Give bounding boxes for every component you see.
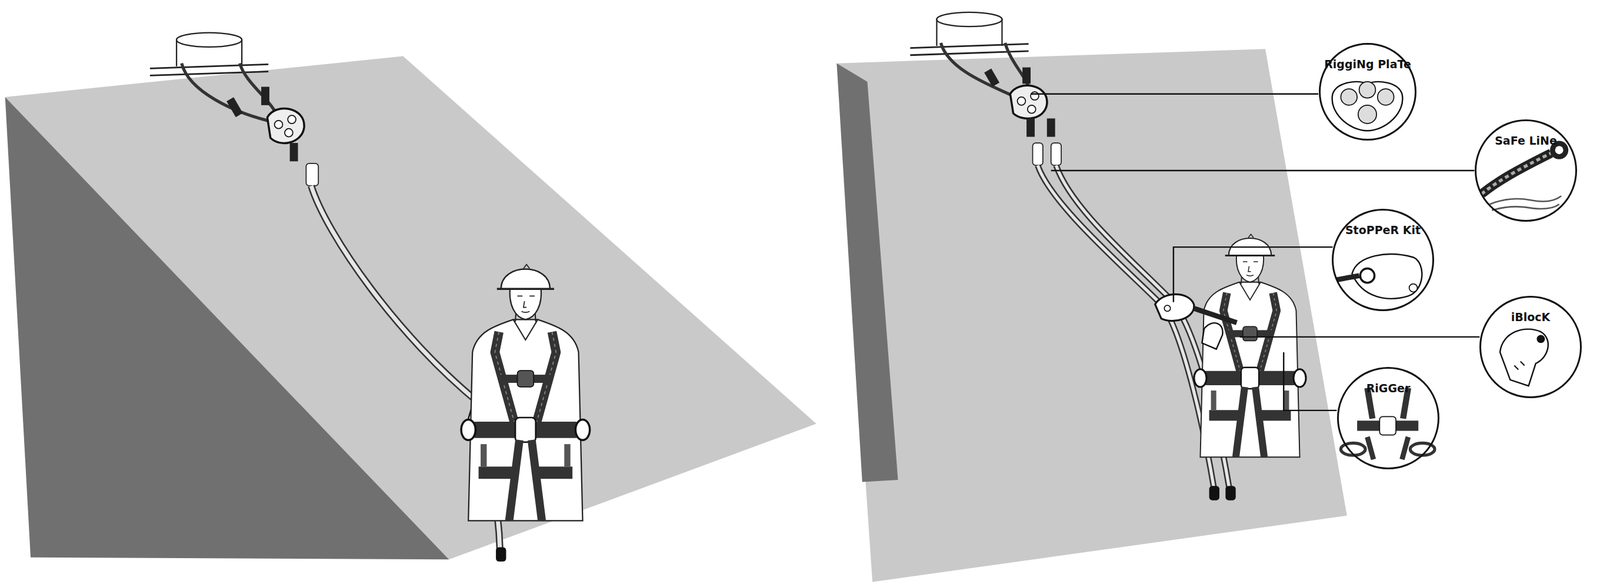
- callout-label: RiGGer: [1366, 381, 1411, 395]
- callout-label: SaFe LiNe: [1494, 134, 1558, 148]
- callout-circle: iBlocK: [1479, 295, 1582, 399]
- callout-circle: SaFe LiNe: [1474, 119, 1578, 222]
- callout-circle: RiggiNg PlaTe: [1318, 42, 1417, 141]
- callout-circle: StoPPeR Kit: [1331, 208, 1435, 312]
- callout-label: RiggiNg PlaTe: [1324, 57, 1412, 71]
- callout-label: iBlocK: [1511, 310, 1551, 324]
- callout-circle: RiGGer: [1337, 367, 1440, 470]
- callout-label: StoPPeR Kit: [1345, 223, 1421, 237]
